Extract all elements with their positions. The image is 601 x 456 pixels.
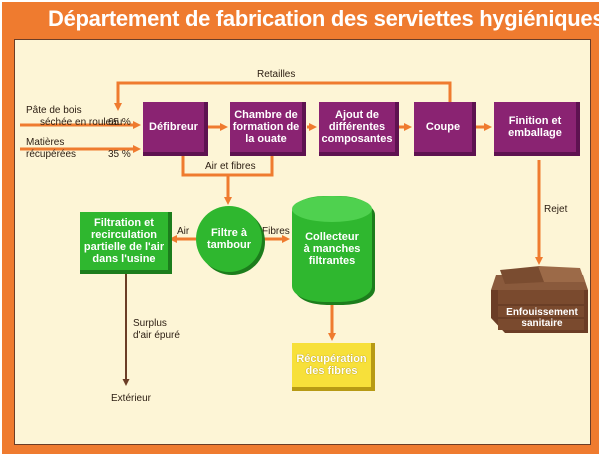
ajout-line2: différentes	[328, 121, 386, 133]
fibres-label: Fibres	[262, 226, 290, 237]
surplus-label-line1: Surplus	[133, 318, 167, 329]
filtre-line1: Filtre à	[210, 227, 248, 239]
pulp-label-line1: Pâte de bois	[26, 105, 82, 116]
collecteur-line3: filtrantes	[308, 255, 356, 267]
enfouissement-line1: Enfouissement	[506, 307, 578, 318]
filtre-line2: tambour	[207, 239, 251, 251]
finition-emballage-box: Finition et emballage	[494, 102, 580, 156]
filtration-line4: dans l'usine	[92, 253, 156, 265]
rejet-label: Rejet	[544, 204, 568, 215]
coupe-box: Coupe	[414, 102, 476, 156]
collecteur-manches-cylinder: Collecteur à manches filtrantes	[292, 196, 372, 302]
collecteur-line1: Collecteur	[305, 231, 359, 243]
filtration-line2: recirculation	[90, 229, 158, 241]
pulp-percent: 65 %	[108, 117, 131, 128]
air-label: Air	[177, 226, 190, 237]
enfouissement-label: Enfouissement sanitaire	[506, 307, 578, 329]
recycled-label-line2: récupérées	[26, 149, 77, 160]
filtration-line1: Filtration et	[94, 217, 154, 229]
defibreur-box: Défibreur	[143, 102, 208, 156]
chambre-line3: la ouate	[245, 133, 287, 145]
filtration-line3: partielle de l'air	[83, 241, 165, 253]
collecteur-line2: à manches	[303, 243, 361, 255]
surplus-label-line2: d'air épuré	[133, 330, 180, 341]
chambre-line1: Chambre de	[234, 109, 298, 121]
recuperation-line1: Récupération	[296, 353, 367, 365]
exterieur-label: Extérieur	[111, 393, 152, 404]
ajout-line3: composantes	[321, 133, 393, 145]
finition-line2: emballage	[508, 127, 562, 139]
filtre-tambour-circle: Filtre à tambour	[196, 206, 262, 272]
retailles-label: Retailles	[257, 69, 296, 80]
filtration-recirculation-box: Filtration et recirculation partielle de…	[80, 212, 172, 274]
chambre-formation-box: Chambre de formation de la ouate	[230, 102, 306, 156]
recuperation-fibres-box: Récupération des fibres	[292, 343, 375, 391]
arrow-retailles	[114, 81, 452, 111]
finition-line1: Finition et	[508, 115, 562, 127]
recycled-label-line1: Matières	[26, 137, 65, 148]
recuperation-line2: des fibres	[305, 365, 358, 377]
ajout-composantes-box: Ajout de différentes composantes	[319, 102, 399, 156]
enfouissement-line2: sanitaire	[521, 318, 563, 329]
pulp-label-line2: séchée en rouleau	[40, 117, 123, 128]
recycled-percent: 35 %	[108, 149, 131, 160]
coupe-label: Coupe	[425, 121, 461, 133]
landfill-container	[491, 266, 588, 333]
air-fibres-label: Air et fibres	[205, 161, 256, 172]
defibreur-label: Défibreur	[149, 121, 198, 133]
chambre-line2: formation de	[232, 121, 300, 133]
ajout-line1: Ajout de	[335, 109, 379, 121]
page-title: Département de fabrication des serviette…	[48, 6, 601, 31]
